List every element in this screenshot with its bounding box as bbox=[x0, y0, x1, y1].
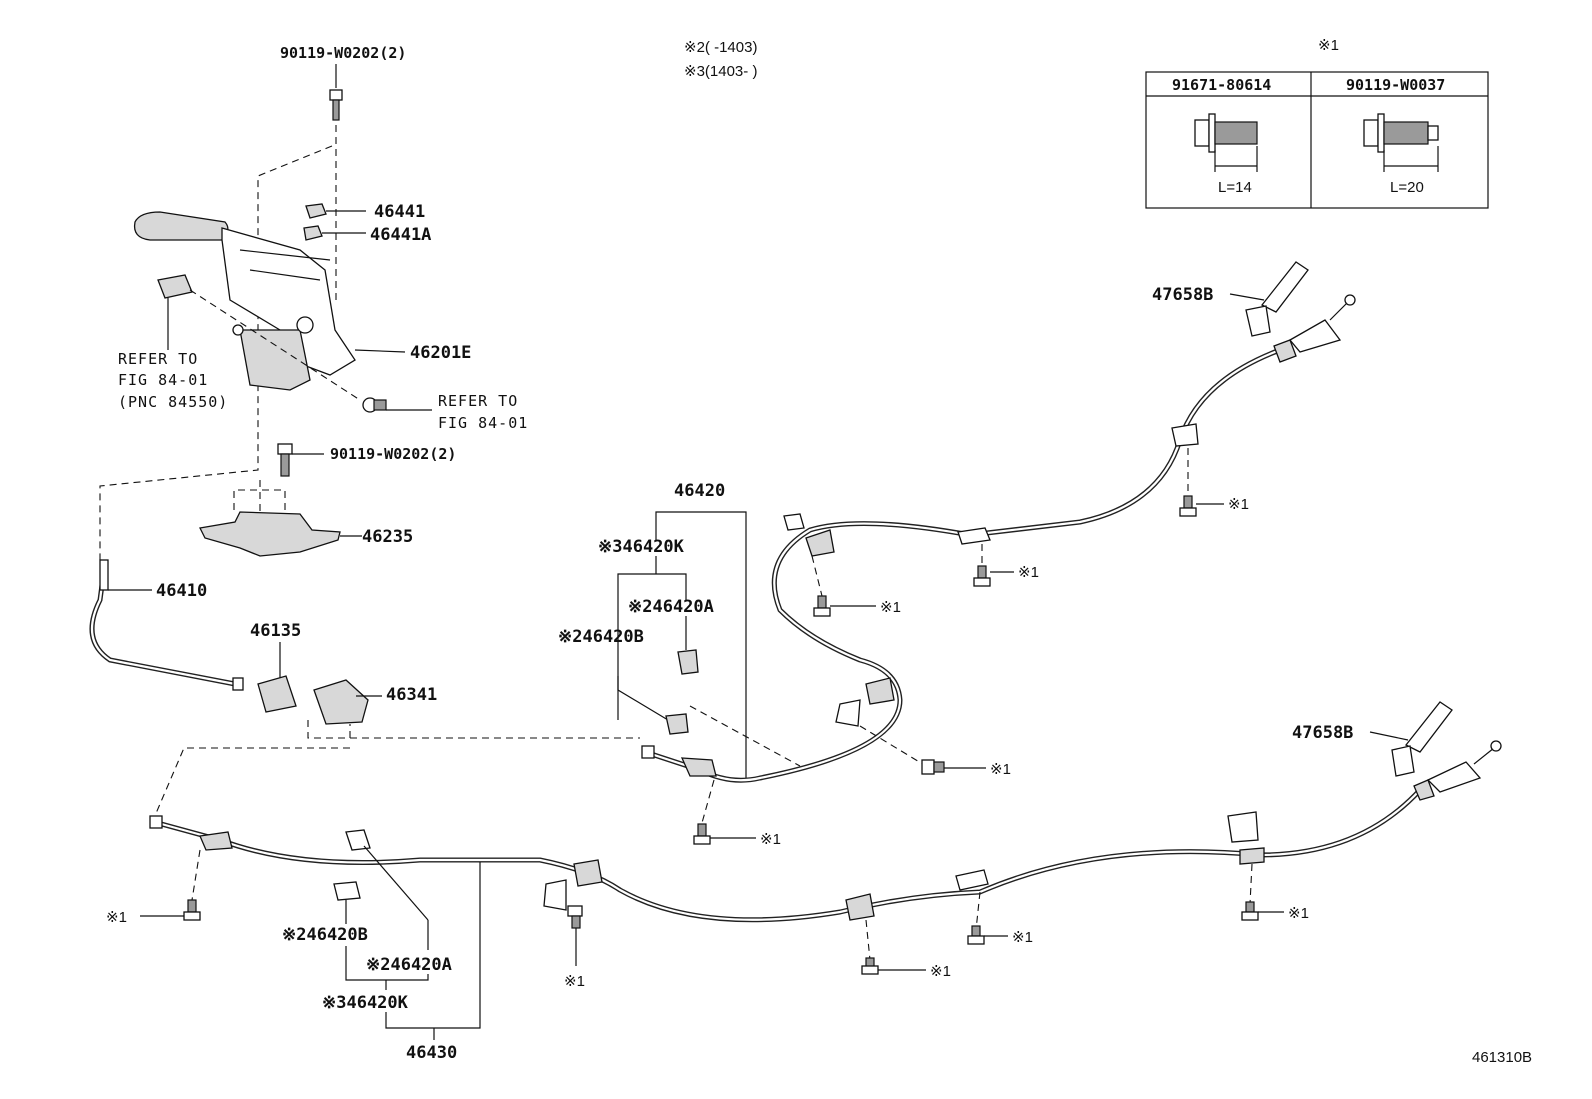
bolt-icon bbox=[967, 925, 985, 945]
cable-bracket-47658b-top: 47658B bbox=[1152, 261, 1309, 337]
bolt-reference-table: ※1 91671-80614 90119-W0037 L=14 L=20 bbox=[1145, 37, 1489, 209]
note-2: ※2( -1403) bbox=[684, 39, 757, 56]
label-47658b-bottom: 47658B bbox=[1292, 723, 1353, 743]
bolt-icon bbox=[183, 899, 201, 921]
bolt-marks: ※1 ※1 ※1 ※1 ※1 ※1 ※1 ※1 ※1 ※1 bbox=[106, 495, 1309, 990]
label-46410: 46410 bbox=[156, 581, 207, 601]
mark-bolt-b: ※1 bbox=[1018, 564, 1039, 581]
flange-bolt-icon bbox=[1363, 113, 1439, 172]
label-bolt-mid: 90119-W0202(2) bbox=[330, 445, 456, 463]
rear-cable-46420: 46420 ※346420K ※246420A ※246420B bbox=[558, 294, 1356, 831]
table-part-2: 90119-W0037 bbox=[1346, 76, 1445, 94]
mark-bolt-g: ※1 bbox=[564, 973, 585, 990]
label-46235: 46235 bbox=[362, 527, 413, 547]
label-46420k-top: ※346420K bbox=[598, 537, 685, 557]
equalizer-parts: 46135 46341 bbox=[153, 621, 640, 819]
mark-bolt-c: ※1 bbox=[880, 599, 901, 616]
mark-bolt-j: ※1 bbox=[1288, 905, 1309, 922]
label-bolt-top: 90119-W0202(2) bbox=[280, 44, 406, 62]
mark-bolt-a: ※1 bbox=[1228, 496, 1249, 513]
bolt-icon bbox=[973, 565, 991, 587]
bolt-icon bbox=[329, 89, 343, 121]
figure-id: 461310B bbox=[1472, 1049, 1532, 1066]
cable-bracket-47658b-bottom: 47658B bbox=[1292, 701, 1453, 777]
bolt-icon bbox=[1179, 495, 1197, 517]
table-length-1: L=14 bbox=[1218, 179, 1252, 196]
label-46441a: 46441A bbox=[370, 225, 431, 245]
mark-bolt-d: ※1 bbox=[990, 761, 1011, 778]
bolt-icon bbox=[567, 905, 583, 929]
label-refer-left-3: (PNC 84550) bbox=[118, 393, 228, 411]
label-refer-left-2: FIG 84-01 bbox=[118, 371, 208, 389]
bolt-icon bbox=[693, 823, 711, 845]
bolt-icon bbox=[813, 595, 831, 617]
rear-cable-46430: ※246420B ※246420A ※346420K 46430 bbox=[149, 740, 1502, 1063]
label-47658b-top: 47658B bbox=[1152, 285, 1213, 305]
mark-bolt-h: ※1 bbox=[930, 963, 951, 980]
bolt-icon bbox=[861, 957, 879, 975]
mark-bolt-i: ※1 bbox=[1012, 929, 1033, 946]
front-cable-46410: 46410 bbox=[89, 559, 244, 691]
flange-bolt-icon bbox=[1194, 113, 1258, 172]
bolt-icon bbox=[277, 443, 293, 477]
table-header-mark: ※1 bbox=[1318, 37, 1339, 54]
bolt-icon bbox=[1241, 901, 1259, 921]
label-46135: 46135 bbox=[250, 621, 301, 641]
table-length-2: L=20 bbox=[1390, 179, 1424, 196]
nut-icon bbox=[303, 225, 323, 241]
label-46420b-bottom: ※246420B bbox=[282, 925, 368, 945]
label-46341: 46341 bbox=[386, 685, 437, 705]
note-3: ※3(1403- ) bbox=[684, 63, 757, 80]
label-46430: 46430 bbox=[406, 1043, 457, 1063]
table-part-1: 91671-80614 bbox=[1172, 76, 1271, 94]
label-46201e: 46201E bbox=[410, 343, 471, 363]
label-46420b-top: ※246420B bbox=[558, 627, 644, 647]
bracket-46235: 90119-W0202(2) 46235 bbox=[199, 443, 456, 557]
label-46420a-top: ※246420A bbox=[628, 597, 714, 617]
parking-brake-lever-assembly: 90119-W0202(2) 46441 46441A 46201E REFER… bbox=[99, 44, 528, 560]
label-46420: 46420 bbox=[674, 481, 725, 501]
mark-bolt-f: ※1 bbox=[106, 909, 127, 926]
mark-bolt-e: ※1 bbox=[760, 831, 781, 848]
label-refer-right-2: FIG 84-01 bbox=[438, 414, 528, 432]
bolt-icon bbox=[921, 759, 945, 775]
label-46441: 46441 bbox=[374, 202, 425, 222]
label-46420a-bottom: ※246420A bbox=[366, 955, 452, 975]
bolt-icon bbox=[362, 397, 387, 413]
label-refer-left-1: REFER TO bbox=[118, 350, 198, 368]
label-46420k-bottom: ※346420K bbox=[322, 993, 409, 1013]
nut-icon bbox=[305, 203, 327, 219]
label-refer-right-1: REFER TO bbox=[438, 392, 518, 410]
